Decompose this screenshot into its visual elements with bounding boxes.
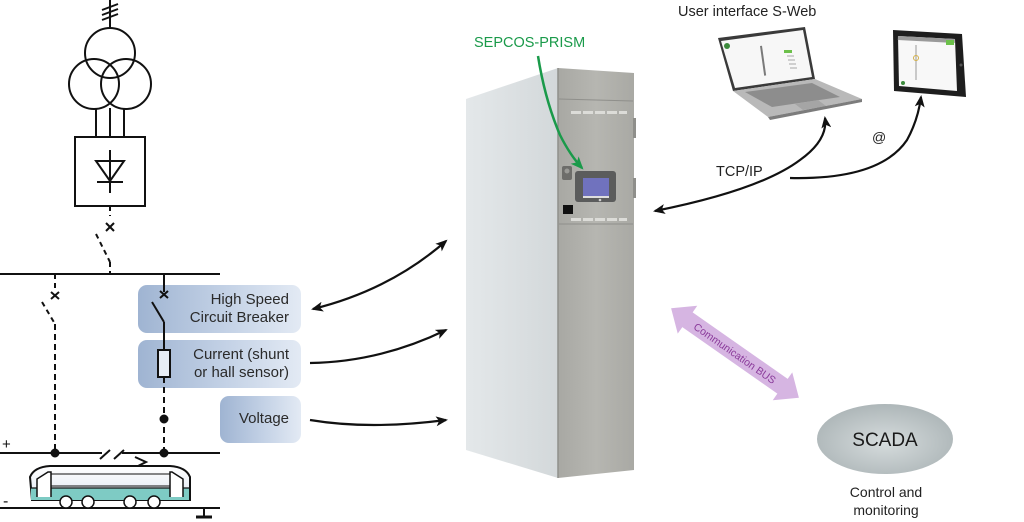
train-icon — [28, 465, 191, 509]
bus-label: Communication BUS — [691, 321, 778, 387]
input-hscb-line1: High Speed — [210, 291, 289, 308]
input-box-current[interactable]: Current (shunt or hall sensor) — [138, 340, 301, 388]
voltage-link-arrow[interactable] — [309, 416, 448, 427]
device-callout-arrow — [536, 55, 584, 170]
vent-slots-top — [571, 111, 627, 114]
laptop-icon[interactable] — [718, 27, 862, 120]
feeder-breaker-x-icon — [50, 291, 60, 300]
web-tablet-arrow[interactable] — [789, 95, 925, 180]
hinge-bottom — [633, 178, 636, 198]
negative-sign: - — [3, 493, 8, 510]
web-at-label: @ — [872, 129, 886, 145]
breaker-x-icon — [105, 222, 115, 232]
substation-schematic — [0, 0, 220, 519]
communication-bus-arrow[interactable]: Communication BUS — [661, 294, 808, 411]
input-box-voltage[interactable]: Voltage — [220, 396, 301, 443]
hscb-link-arrow[interactable] — [311, 239, 448, 312]
input-current-line2: or hall sensor) — [193, 364, 289, 381]
tablet-icon[interactable] — [893, 30, 966, 97]
scada-label: SCADA — [852, 430, 918, 451]
device-label: SEPCOS-PRISM — [474, 35, 585, 51]
hmi-display[interactable] — [575, 171, 616, 202]
tcpip-laptop-arrow[interactable] — [653, 116, 832, 214]
scada-node[interactable]: SCADA — [817, 404, 953, 474]
hinge-top — [633, 118, 636, 138]
vent-slots-bottom — [571, 218, 627, 221]
current-link-arrow[interactable] — [309, 329, 448, 365]
input-hscb-line2: Circuit Breaker — [189, 309, 289, 326]
cabinet-side-panel — [466, 68, 558, 478]
scada-caption-line1: Control and — [850, 484, 922, 500]
cabinet-port — [563, 205, 573, 214]
sepcos-cabinet[interactable] — [466, 68, 636, 478]
input-current-line1: Current (shunt — [193, 346, 289, 363]
input-voltage-line1: Voltage — [238, 410, 289, 427]
rectifier-icon — [74, 136, 146, 207]
three-phase-mark-icon — [101, 3, 119, 21]
transformer-icon — [68, 27, 152, 110]
positive-sign: + — [2, 436, 11, 453]
main-disconnector — [95, 233, 111, 263]
scada-caption-line2: monitoring — [853, 502, 918, 518]
cabinet-front-panel — [558, 68, 634, 478]
input-box-hscb[interactable]: High Speed Circuit Breaker — [138, 285, 301, 333]
voltage-tap-dot — [159, 414, 169, 424]
ground-icon — [196, 508, 212, 519]
tcpip-label: TCP/IP — [716, 164, 763, 180]
ui-label: User interface S-Web — [678, 4, 816, 20]
door-lock-icon — [562, 166, 572, 180]
